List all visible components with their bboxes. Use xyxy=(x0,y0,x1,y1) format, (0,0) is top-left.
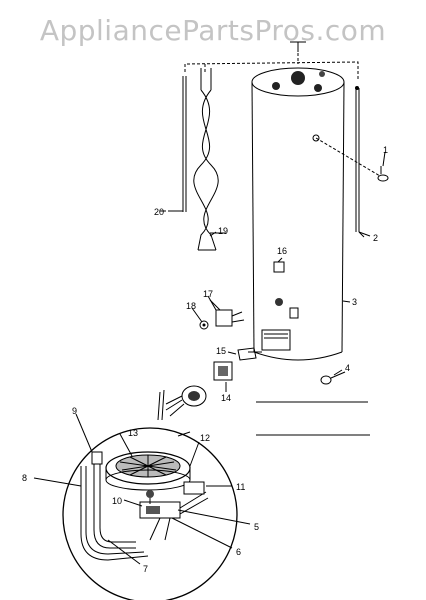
burner-tubing-coil xyxy=(157,385,207,421)
rod-part-20 xyxy=(168,76,187,212)
bracket-part-15 xyxy=(237,347,262,361)
callout-12: 12 xyxy=(200,433,210,443)
callout-7: 7 xyxy=(143,564,148,574)
burner-part-13 xyxy=(105,451,191,491)
tank-part-3 xyxy=(251,67,381,361)
callout-11: 11 xyxy=(236,482,245,492)
callout-17: 17 xyxy=(203,289,213,299)
callout-6: 6 xyxy=(236,547,241,557)
callout-4: 4 xyxy=(345,363,350,373)
callout-1: 1 xyxy=(383,145,388,155)
callout-2: 2 xyxy=(373,233,378,243)
baffle-part-19 xyxy=(193,68,226,251)
callout-16: 16 xyxy=(277,246,287,256)
leader-lines xyxy=(33,151,386,565)
control-part-17 xyxy=(209,299,245,327)
anode-rod-part-2 xyxy=(355,86,371,237)
drain-valve-part-4 xyxy=(320,371,346,385)
callout-14: 14 xyxy=(221,393,231,403)
callout-9: 9 xyxy=(72,406,77,416)
callout-20: 20 xyxy=(154,207,164,217)
tube-part-8 xyxy=(80,466,149,561)
callout-15: 15 xyxy=(216,346,226,356)
panel-part-14 xyxy=(213,361,233,381)
callout-19: 19 xyxy=(218,226,228,236)
callout-labels: 1 2 3 4 5 6 7 8 9 10 11 12 13 14 15 16 1… xyxy=(22,145,388,574)
reference-lines xyxy=(256,401,370,436)
callout-10: 10 xyxy=(112,496,122,506)
fitting-part-1 xyxy=(377,166,389,182)
callout-5: 5 xyxy=(254,522,259,532)
callout-3: 3 xyxy=(352,297,357,307)
knob-part-18 xyxy=(199,320,209,330)
watermark: AppliancePartsPros.com xyxy=(39,14,387,47)
tube-part-9 xyxy=(91,451,136,549)
callout-18: 18 xyxy=(186,301,196,311)
callout-13: 13 xyxy=(128,428,138,438)
label-part-16 xyxy=(273,261,285,273)
manifold-assembly xyxy=(139,481,209,541)
top-fitting xyxy=(290,41,306,52)
callout-8: 8 xyxy=(22,473,27,483)
